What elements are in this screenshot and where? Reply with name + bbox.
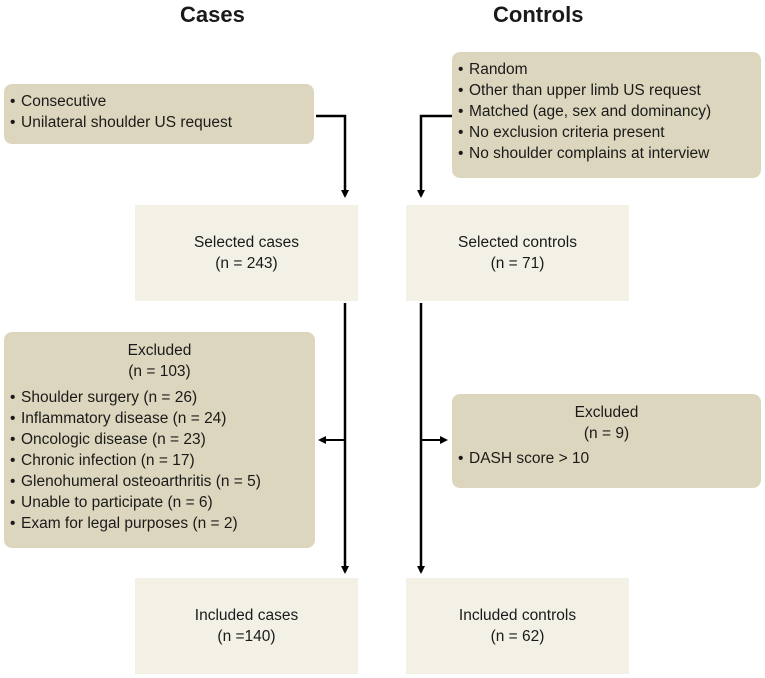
exclusion-reason: Exam for legal purposes (n = 2) bbox=[10, 513, 309, 534]
controls-criterion: Other than upper limb US request bbox=[458, 80, 755, 101]
cases-criteria-box: Consecutive Unilateral shoulder US reque… bbox=[4, 84, 314, 144]
selected-controls-count: (n = 71) bbox=[490, 255, 545, 272]
selected-cases-count: (n = 243) bbox=[215, 255, 278, 272]
controls-criterion: Random bbox=[458, 59, 755, 80]
controls-header: Controls bbox=[493, 2, 584, 27]
exclusion-reason: DASH score > 10 bbox=[458, 448, 755, 469]
selected-controls-title: Selected controls bbox=[458, 234, 577, 251]
controls-criteria-box: Random Other than upper limb US request … bbox=[452, 52, 761, 178]
arrow-cases-criteria bbox=[316, 114, 349, 198]
exclusion-reason: Unable to participate (n = 6) bbox=[10, 492, 309, 513]
excluded-cases-title: Excluded bbox=[127, 342, 192, 359]
cases-criterion: Consecutive bbox=[10, 91, 308, 112]
cases-criterion: Unilateral shoulder US request bbox=[10, 112, 308, 133]
exclusion-reason: Inflammatory disease (n = 24) bbox=[10, 408, 309, 429]
arrow-controls-criteria bbox=[417, 114, 452, 198]
controls-criterion: Matched (age, sex and dominancy) bbox=[458, 101, 755, 122]
excluded-cases-count: (n = 103) bbox=[128, 363, 191, 380]
included-cases-box: Included cases (n =140) bbox=[135, 578, 358, 674]
exclusion-reason: Glenohumeral osteoarthritis (n = 5) bbox=[10, 471, 309, 492]
excluded-controls-box: Excluded (n = 9) DASH score > 10 bbox=[452, 394, 761, 488]
exclusion-reason: Shoulder surgery (n = 26) bbox=[10, 387, 309, 408]
selected-controls-box: Selected controls (n = 71) bbox=[406, 205, 629, 301]
cases-header: Cases bbox=[180, 2, 245, 27]
excluded-controls-count: (n = 9) bbox=[583, 425, 630, 442]
included-controls-box: Included controls (n = 62) bbox=[406, 578, 629, 674]
included-controls-count: (n = 62) bbox=[490, 628, 545, 645]
exclusion-reason: Chronic infection (n = 17) bbox=[10, 450, 309, 471]
included-cases-title: Included cases bbox=[194, 607, 299, 624]
selected-cases-title: Selected cases bbox=[193, 234, 300, 251]
selected-cases-box: Selected cases (n = 243) bbox=[135, 205, 358, 301]
controls-criterion: No exclusion criteria present bbox=[458, 122, 755, 143]
excluded-cases-box: Excluded (n = 103) Shoulder surgery (n =… bbox=[4, 332, 315, 548]
excluded-controls-title: Excluded bbox=[574, 404, 639, 421]
included-controls-title: Included controls bbox=[458, 607, 577, 624]
controls-criterion: No shoulder complains at interview bbox=[458, 143, 755, 164]
exclusion-reason: Oncologic disease (n = 23) bbox=[10, 429, 309, 450]
included-cases-count: (n =140) bbox=[217, 628, 276, 645]
